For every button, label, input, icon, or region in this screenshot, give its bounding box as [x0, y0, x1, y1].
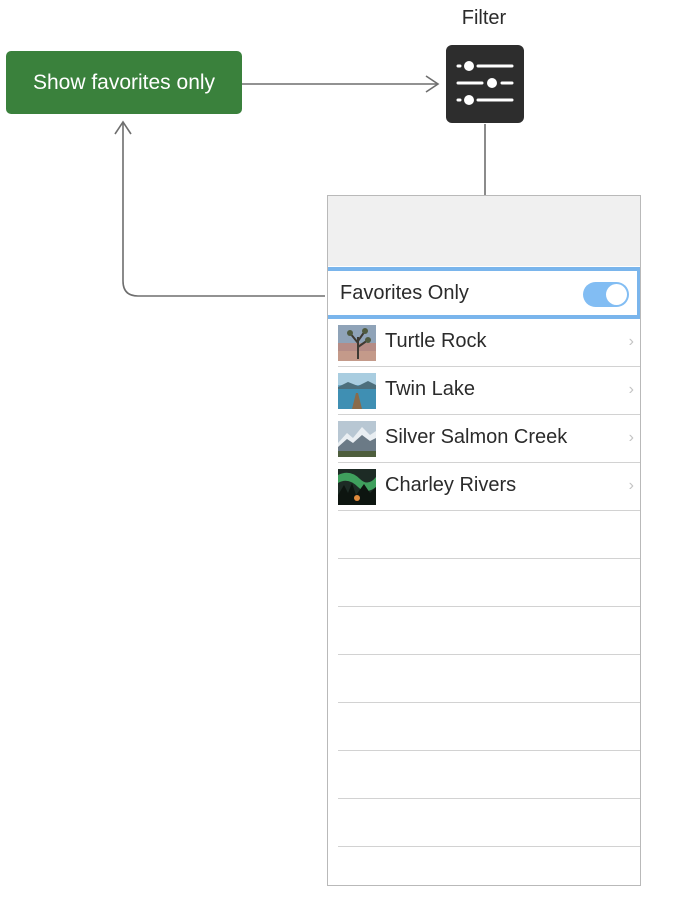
landmark-name: Twin Lake	[385, 378, 476, 400]
landmark-name: Silver Salmon Creek	[385, 426, 568, 448]
list-item[interactable]: Turtle Rock ›	[338, 319, 640, 367]
list-item[interactable]: Charley Rivers ›	[338, 463, 640, 511]
filter-label: Filter	[461, 7, 507, 29]
empty-row	[338, 751, 640, 799]
sliders-icon[interactable]	[446, 45, 524, 123]
chevron-right-icon: ›	[628, 333, 634, 350]
show-favorites-button[interactable]: Show favorites only	[6, 51, 242, 114]
empty-row	[338, 799, 640, 847]
charley-rivers-thumbnail	[338, 469, 376, 505]
chevron-right-icon: ›	[628, 477, 634, 494]
empty-row	[338, 607, 640, 655]
empty-row	[338, 511, 640, 559]
empty-row	[338, 559, 640, 607]
list-item[interactable]: Twin Lake ›	[338, 367, 640, 415]
chevron-right-icon: ›	[628, 381, 634, 398]
landmark-name: Charley Rivers	[385, 474, 517, 496]
switch-knob	[606, 284, 627, 305]
navigation-bar	[328, 196, 640, 266]
favorites-toggle-row[interactable]: Favorites Only	[328, 267, 640, 319]
favorites-only-label: Favorites Only	[340, 282, 469, 304]
chevron-right-icon: ›	[628, 429, 634, 446]
favorites-toggle-switch[interactable]	[583, 282, 629, 307]
twin-lake-thumbnail	[338, 373, 376, 409]
turtle-rock-thumbnail	[338, 325, 376, 361]
landmark-name: Turtle Rock	[385, 330, 487, 352]
empty-row	[338, 703, 640, 751]
list-item[interactable]: Silver Salmon Creek ›	[338, 415, 640, 463]
empty-row	[338, 655, 640, 703]
silver-salmon-creek-thumbnail	[338, 421, 376, 457]
landmark-list-screen: Favorites Only Turtle Rock › Twin	[327, 195, 641, 886]
